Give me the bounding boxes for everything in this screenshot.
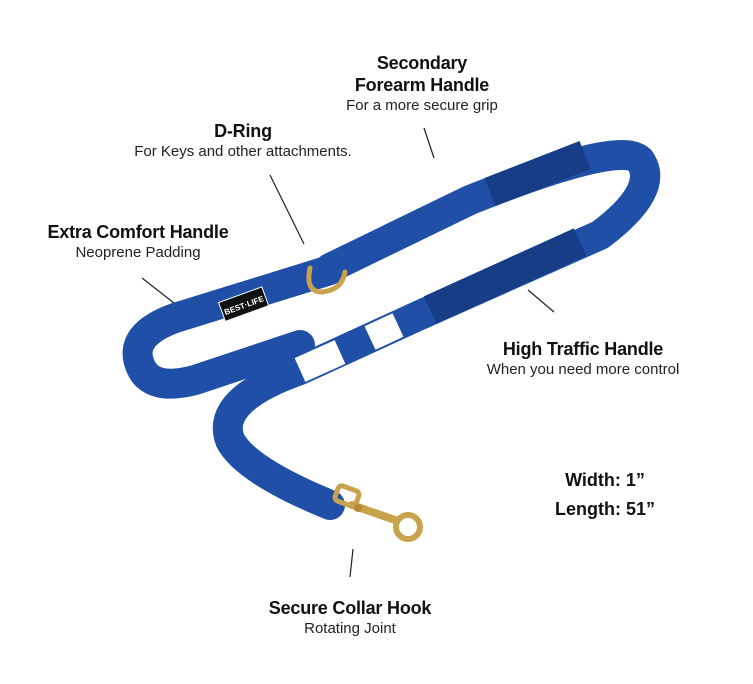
forearm-handle-segment	[484, 141, 591, 206]
callout-d-ring: D-Ring For Keys and other attachments.	[118, 120, 368, 162]
callout-comfort-subtitle: Neoprene Padding	[75, 244, 201, 261]
traffic-handle-segment	[423, 228, 587, 324]
callout-comfort-title: Extra Comfort Handle	[47, 222, 229, 242]
callout-traffic-handle: High Traffic Handle When you need more c…	[478, 338, 688, 380]
leader-forearm	[423, 127, 435, 159]
d-ring	[306, 265, 348, 295]
leader-comfort	[141, 277, 175, 304]
callout-dring-title: D-Ring	[214, 121, 272, 141]
collar-hook	[332, 483, 423, 542]
dimension-length: Length: 51”	[554, 499, 655, 519]
callout-traffic-subtitle: When you need more control	[486, 361, 680, 378]
stripe-lower	[294, 340, 346, 382]
leader-hook	[349, 548, 354, 578]
callout-hook-subtitle: Rotating Joint	[304, 620, 396, 637]
dimension-width: Width: 1”	[565, 470, 645, 490]
dimensions: Width: 1” Length: 51”	[540, 466, 670, 524]
callout-collar-hook: Secure Collar Hook Rotating Joint	[250, 597, 450, 639]
callout-hook-title: Secure Collar Hook	[268, 598, 432, 618]
lower-strap	[212, 300, 435, 520]
comfort-handle-loop	[122, 255, 345, 399]
leader-dring	[269, 174, 305, 245]
callout-traffic-title: High Traffic Handle	[502, 339, 664, 359]
callout-comfort-handle: Extra Comfort Handle Neoprene Padding	[38, 221, 238, 263]
callout-forearm-subtitle: For a more secure grip	[346, 97, 498, 114]
brand-tag: BEST·LIFE	[217, 286, 270, 323]
callout-forearm-handle: Secondary Forearm Handle For a more secu…	[322, 52, 522, 116]
leader-traffic	[527, 289, 555, 313]
callout-dring-subtitle: For Keys and other attachments.	[134, 143, 352, 160]
callout-forearm-title-line1: Secondary	[376, 53, 468, 73]
callout-forearm-title-line2: Forearm Handle	[354, 75, 490, 95]
stripe-upper	[364, 313, 404, 350]
leash: BEST·LIFE	[122, 140, 660, 542]
leader-lines	[141, 127, 555, 578]
